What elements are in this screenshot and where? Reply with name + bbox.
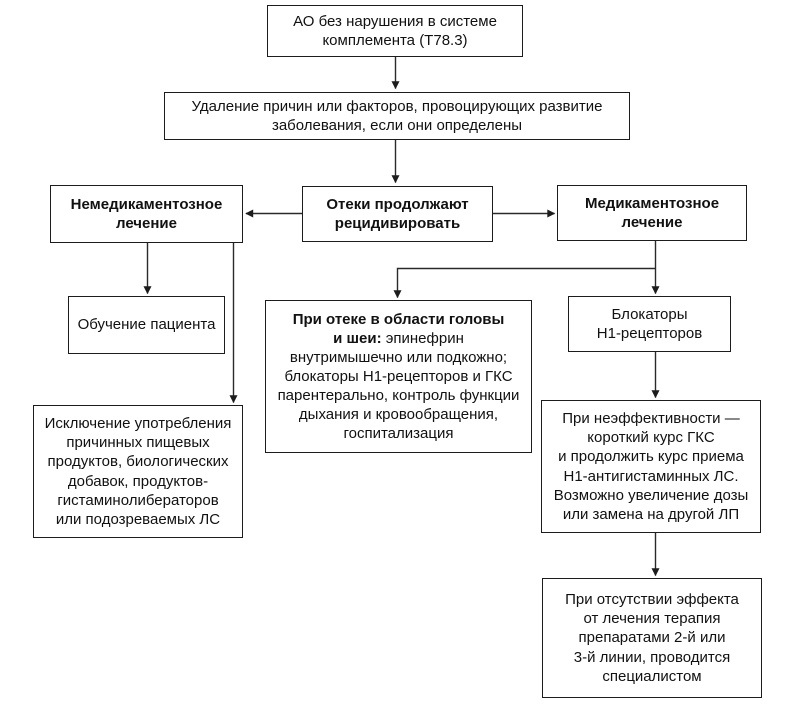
node-remove-causes: Удаление причин или факторов, провоцирую… [164,92,630,140]
node-non-drug-treatment-label: Немедикаментозное лечение [70,195,223,232]
node-exclusion: Исключение употребления причинных пищевы… [33,405,243,538]
node-edema-recur-label: Отеки продолжают рецидивировать [326,195,469,232]
node-exclusion-label: Исключение употребления причинных пищевы… [44,415,232,528]
node-head-neck-edema: При отеке в области головы и шеи: эпинеф… [265,300,532,453]
node-patient-education-label: Обучение пациента [77,316,216,334]
node-head-neck-edema-label: При отеке в области головы и шеи: эпинеф… [278,310,520,443]
node-edema-recur: Отеки продолжают рецидивировать [302,186,493,242]
node-head-neck-edema-lead: При отеке в области головы и шеи: [292,310,505,347]
node-h1-blockers: Блокаторы Н1-рецепторов [568,296,731,352]
node-non-drug-treatment: Немедикаментозное лечение [50,185,243,243]
node-drug-treatment: Медикаментозное лечение [557,185,747,241]
node-head-neck-edema-rest: эпинефрин внутримышечно или подкожно; бл… [277,329,520,443]
node-root-label: АО без нарушения в системе комплемента (… [293,12,497,49]
node-ineffective-label: При неэффективности — короткий курс ГКС … [553,410,749,523]
node-root: АО без нарушения в системе комплемента (… [267,5,523,57]
node-ineffective: При неэффективности — короткий курс ГКС … [541,400,761,533]
edge-drug-treatment-to-head-neck [393,267,656,299]
node-patient-education: Обучение пациента [68,296,225,354]
node-drug-treatment-label: Медикаментозное лечение [584,194,720,231]
node-no-effect: При отсутствии эффекта от лечения терапи… [542,578,762,698]
node-no-effect-label: При отсутствии эффекта от лечения терапи… [565,591,739,685]
node-remove-causes-label: Удаление причин или факторов, провоцирую… [191,97,603,134]
node-h1-blockers-label: Блокаторы Н1-рецепторов [596,305,703,342]
